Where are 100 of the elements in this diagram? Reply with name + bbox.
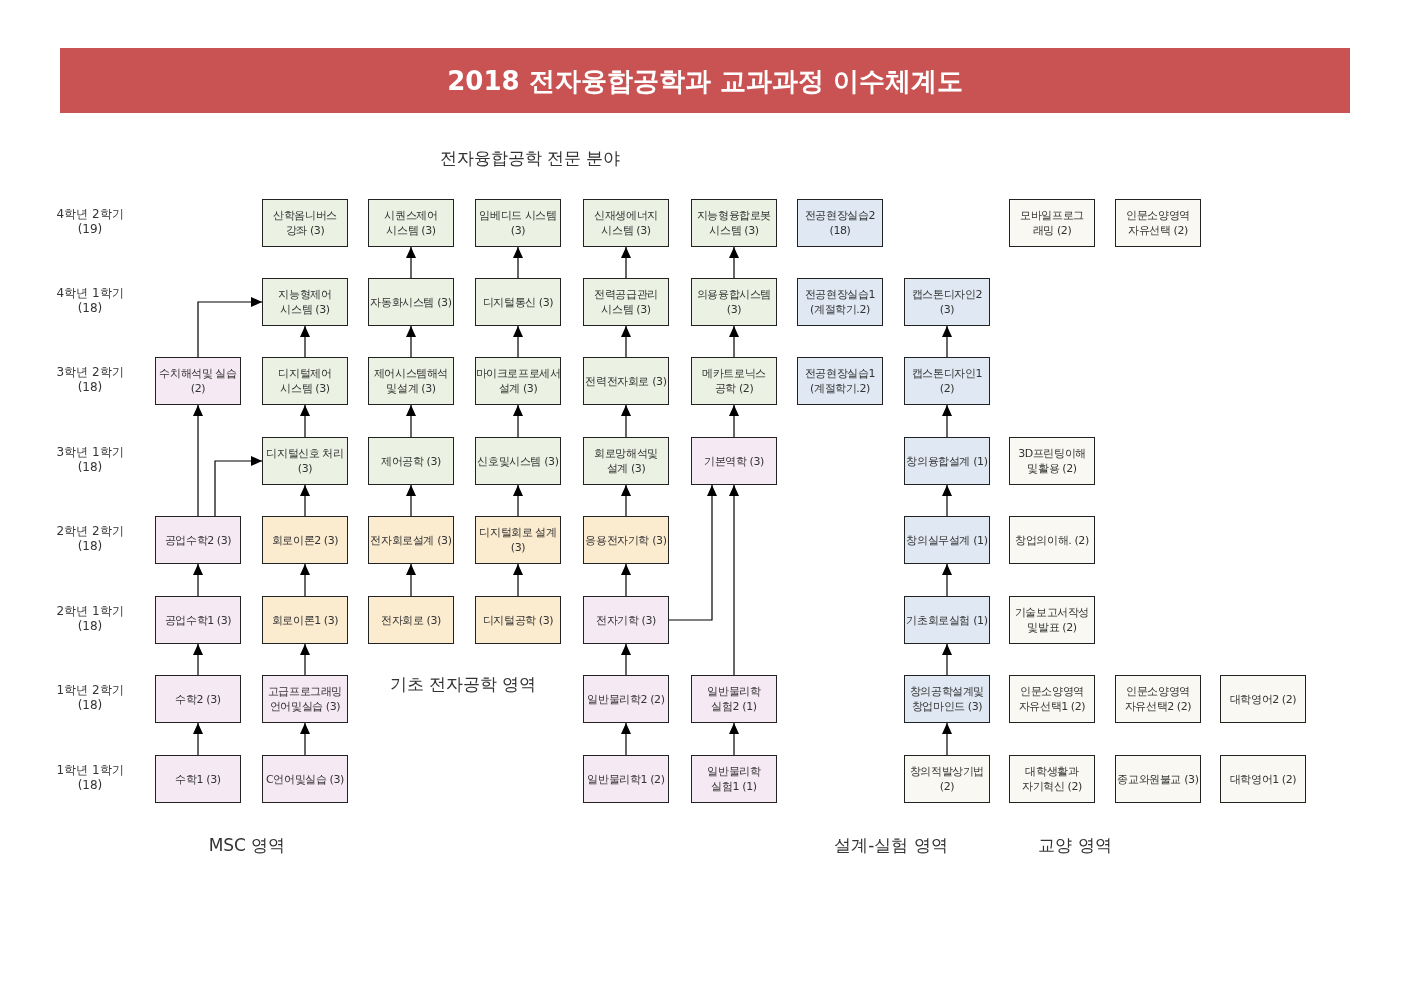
course-box: 대학영어1 (2) xyxy=(1220,755,1306,803)
course-box: 디지털공학 (3) xyxy=(475,596,561,644)
arrow xyxy=(668,484,717,621)
semester-label: 1학년 2학기 (18) xyxy=(55,683,125,713)
course-box: 대학생활과 자기혁신 (2) xyxy=(1009,755,1095,803)
course-box: 창의공학설계및 창업마인드 (3) xyxy=(904,675,990,723)
course-box: 디지털회로 설계 (3) xyxy=(475,516,561,564)
arrow xyxy=(621,563,631,597)
arrow xyxy=(300,722,310,756)
arrow xyxy=(300,643,310,676)
course-box: 전자회로설계 (3) xyxy=(368,516,454,564)
section-heading: MSC 영역 xyxy=(207,835,287,855)
arrow xyxy=(513,325,523,358)
course-box: 수치해석및 실습 (2) xyxy=(155,357,241,405)
course-box: 전자회로 (3) xyxy=(368,596,454,644)
arrow xyxy=(729,404,739,438)
arrow xyxy=(621,325,631,358)
course-box: 수학2 (3) xyxy=(155,675,241,723)
course-box: 전공현장실습1 (계절학기.2) xyxy=(797,278,883,326)
course-box: 신재생에너지 시스템 (3) xyxy=(583,199,669,247)
course-box: 회로이론1 (3) xyxy=(262,596,348,644)
arrow xyxy=(942,722,952,756)
arrow xyxy=(513,246,523,279)
arrow xyxy=(513,484,523,517)
course-box: 마이크로프로세서 설계 (3) xyxy=(475,357,561,405)
course-box: 전공현장실습1 (계절학기.2) xyxy=(797,357,883,405)
course-box: 메카트로닉스 공학 (2) xyxy=(691,357,777,405)
semester-label: 3학년 1학기 (18) xyxy=(55,445,125,475)
course-box: 제어공학 (3) xyxy=(368,437,454,485)
course-box: 제어시스템해석 및설계 (3) xyxy=(368,357,454,405)
course-box: 회로이론2 (3) xyxy=(262,516,348,564)
course-box: 인문소양영역 자유선택1 (2) xyxy=(1009,675,1095,723)
course-box: 전력공급관리 시스템 (3) xyxy=(583,278,669,326)
course-box: 캡스톤디자인2 (3) xyxy=(904,278,990,326)
semester-label: 1학년 1학기 (18) xyxy=(55,763,125,793)
arrow xyxy=(729,246,739,279)
course-box: 캡스톤디자인1 (2) xyxy=(904,357,990,405)
course-box: C언어및실습 (3) xyxy=(262,755,348,803)
course-box: 공업수학2 (3) xyxy=(155,516,241,564)
course-box: 종교와원불교 (3) xyxy=(1115,755,1201,803)
arrow xyxy=(406,404,416,438)
course-box: 디지털통신 (3) xyxy=(475,278,561,326)
arrow xyxy=(513,404,523,438)
arrow xyxy=(197,297,263,358)
course-box: 기술보고서작성 및발표 (2) xyxy=(1009,596,1095,644)
course-box: 의용융합시스템 (3) xyxy=(691,278,777,326)
course-box: 회로망해석및 설계 (3) xyxy=(583,437,669,485)
arrow xyxy=(621,484,631,517)
arrow xyxy=(942,643,952,676)
course-box: 기본역학 (3) xyxy=(691,437,777,485)
course-box: 디지털신호 처리 (3) xyxy=(262,437,348,485)
course-box: 전공현장실습2 (18) xyxy=(797,199,883,247)
title: 2018 전자융합공학과 교과과정 이수체계도 xyxy=(446,65,964,97)
course-box: 공업수학1 (3) xyxy=(155,596,241,644)
arrow xyxy=(300,325,310,358)
arrow xyxy=(193,404,203,517)
arrow xyxy=(193,563,203,597)
arrow xyxy=(193,722,203,756)
section-heading: 전자융합공학 전문 분야 xyxy=(438,148,622,168)
course-box: 대학영어2 (2) xyxy=(1220,675,1306,723)
course-box: 창업의이해. (2) xyxy=(1009,516,1095,564)
arrow xyxy=(406,325,416,358)
course-box: 인문소양영역 자유선택2 (2) xyxy=(1115,675,1201,723)
course-box: 응용전자기학 (3) xyxy=(583,516,669,564)
course-box: 지능형제어 시스템 (3) xyxy=(262,278,348,326)
course-box: 일반물리학 실험1 (1) xyxy=(691,755,777,803)
section-heading: 기초 전자공학 영역 xyxy=(388,674,538,694)
course-box: 기초회로실험 (1) xyxy=(904,596,990,644)
arrow xyxy=(406,246,416,279)
course-box: 창의실무설계 (1) xyxy=(904,516,990,564)
arrow xyxy=(513,563,523,597)
section-heading: 교양 영역 xyxy=(1037,835,1113,855)
arrow xyxy=(621,404,631,438)
arrow xyxy=(729,722,739,756)
course-box: 고급프로그래밍 언어및실습 (3) xyxy=(262,675,348,723)
course-box: 일반물리학 실험2 (1) xyxy=(691,675,777,723)
arrow xyxy=(621,722,631,756)
arrow xyxy=(942,325,952,358)
arrow xyxy=(729,484,739,676)
semester-label: 4학년 1학기 (18) xyxy=(55,286,125,316)
semester-label: 4학년 2학기 (19) xyxy=(55,207,125,237)
arrow xyxy=(406,563,416,597)
arrow xyxy=(729,325,739,358)
course-box: 창의적발상기법 (2) xyxy=(904,755,990,803)
semester-label: 2학년 2학기 (18) xyxy=(55,524,125,554)
arrow xyxy=(406,484,416,517)
course-box: 전력전자회로 (3) xyxy=(583,357,669,405)
course-box: 3D프린팅이해 및활용 (2) xyxy=(1009,437,1095,485)
arrow xyxy=(621,246,631,279)
course-box: 일반물리학1 (2) xyxy=(583,755,669,803)
course-box: 지능형융합로봇 시스템 (3) xyxy=(691,199,777,247)
course-box: 임베디드 시스템 (3) xyxy=(475,199,561,247)
arrow xyxy=(621,643,631,676)
course-box: 창의융합설계 (1) xyxy=(904,437,990,485)
course-box: 신호및시스템 (3) xyxy=(475,437,561,485)
course-box: 자동화시스템 (3) xyxy=(368,278,454,326)
arrow xyxy=(942,404,952,438)
course-box: 디지털제어 시스템 (3) xyxy=(262,357,348,405)
arrow xyxy=(942,563,952,597)
arrow xyxy=(193,643,203,676)
